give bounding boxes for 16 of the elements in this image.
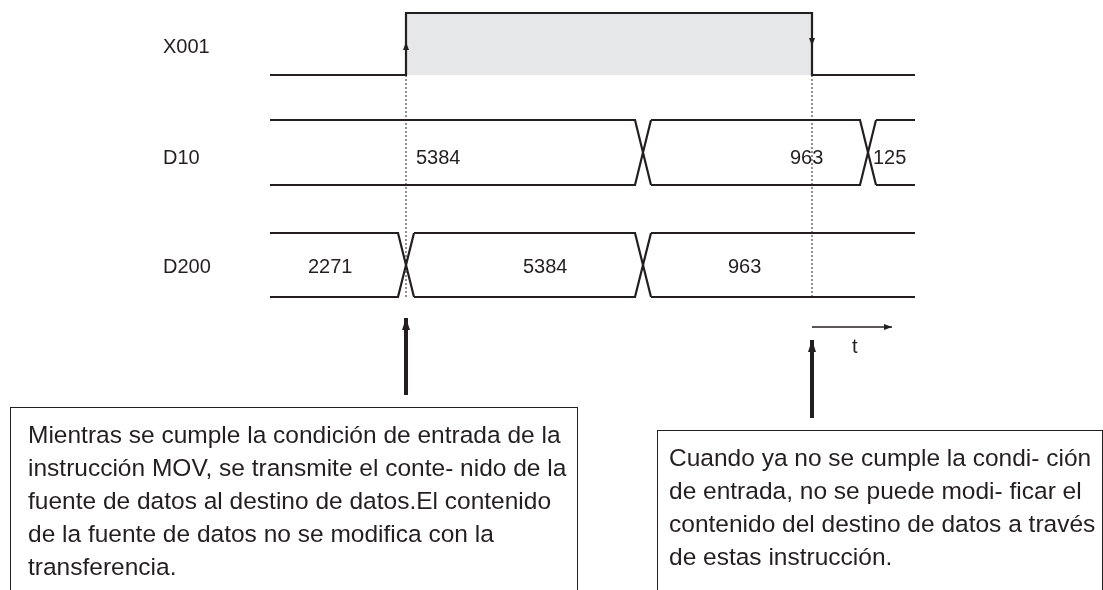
axis-label: X001 <box>163 34 210 58</box>
note-box <box>657 430 1103 590</box>
arrow <box>808 340 816 418</box>
arrow <box>402 318 410 395</box>
value-label: 963 <box>728 254 762 278</box>
note-box <box>10 407 578 590</box>
value-label: 2271 <box>308 254 353 278</box>
axis-label: t <box>852 334 858 358</box>
value-label: 5384 <box>523 254 568 278</box>
value-label: 963 <box>790 145 824 169</box>
note-text: Cuando ya no se cumple la condi- ción de entrada, no se puede modi- ficar el contenido del destino de datos a través de estas instrucción. <box>669 443 1097 572</box>
axis-label: D200 <box>163 254 211 278</box>
value-label: 5384 <box>416 145 461 169</box>
note-text: Mientras se cumple la condición de entrada de la instrucción MOV, se transmite el conte- nido de la fuente de datos al destino de datos.El contenido de la fuente de datos no se modifica con la transferencia. <box>28 420 568 582</box>
value-label: 125 <box>873 145 907 169</box>
axis-label: D10 <box>163 145 200 169</box>
